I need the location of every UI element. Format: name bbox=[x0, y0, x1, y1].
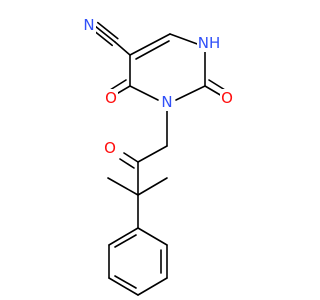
bond-cquat-methyl-1 bbox=[107, 177, 139, 196]
bond-ph-6-1 bbox=[108, 227, 139, 246]
bond-c5-c6 bbox=[129, 33, 171, 56]
nitrile-group bbox=[91, 21, 131, 56]
atom-label-c4-oxygen: O bbox=[105, 89, 117, 107]
bond-c5-c6-double bbox=[135, 40, 170, 60]
bond-ph-1-2 bbox=[137, 227, 168, 246]
atom-label-c2-oxygen: O bbox=[221, 89, 233, 107]
phenyl-ring bbox=[108, 227, 168, 296]
bond-cn-triple-2 bbox=[97, 21, 119, 40]
side-chain bbox=[107, 109, 168, 229]
bond-ch2-cketone bbox=[137, 145, 168, 163]
bond-c2-o bbox=[204, 85, 223, 97]
bond-ph-double-c bbox=[114, 234, 137, 248]
molecule-structure: N NH N O O O bbox=[82, 16, 234, 296]
bond-ketone-o bbox=[123, 152, 139, 163]
bond-cquat-methyl-2 bbox=[137, 177, 168, 196]
atom-label-ketone-oxygen: O bbox=[104, 139, 116, 157]
pyrimidine-ring bbox=[129, 33, 206, 101]
bond-c6-n1 bbox=[169, 33, 201, 46]
bond-ph-3-4 bbox=[137, 277, 168, 296]
bond-c4-o-double bbox=[109, 79, 127, 91]
bond-ph-double-b bbox=[114, 275, 137, 289]
bond-cn-triple-1 bbox=[94, 25, 116, 43]
bond-ph-4-5 bbox=[108, 277, 139, 296]
atom-label-nitrile-n: N bbox=[83, 16, 94, 34]
bond-c5-cnitrile bbox=[114, 41, 131, 56]
bond-c2-o-double bbox=[208, 79, 226, 91]
atom-label-ring-n3: N bbox=[161, 93, 172, 111]
atom-labels: N NH N O O O bbox=[82, 16, 234, 157]
bond-n3-c4 bbox=[129, 85, 159, 101]
bond-ketone-o-double bbox=[119, 158, 135, 169]
bond-c2-n3 bbox=[175, 85, 206, 101]
atom-label-ring-nh: NH bbox=[198, 34, 221, 52]
